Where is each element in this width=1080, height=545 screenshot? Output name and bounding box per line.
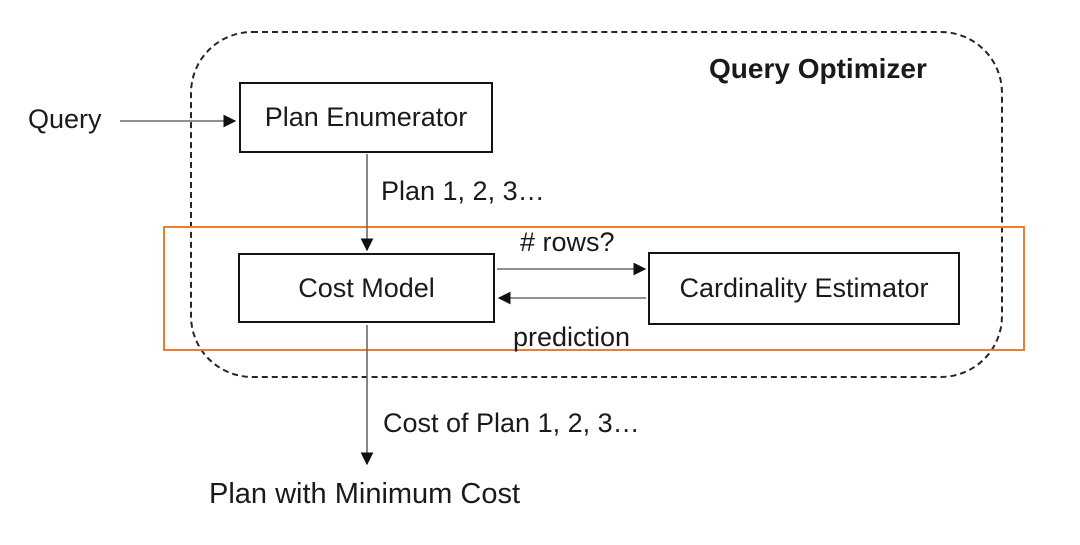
- result-output-label: Plan with Minimum Cost: [209, 478, 521, 510]
- cost-model-node: Cost Model: [238, 253, 495, 323]
- cardinality-estimator-node: Cardinality Estimator: [648, 252, 960, 325]
- prediction-edge-label: prediction: [513, 322, 631, 352]
- plans-edge-label: Plan 1, 2, 3…: [381, 176, 545, 206]
- plan-enumerator-node: Plan Enumerator: [239, 82, 493, 153]
- query-optimizer-title: Query Optimizer: [709, 53, 927, 84]
- query-input-label: Query: [28, 104, 102, 134]
- query-optimizer-boundary: [190, 31, 1003, 378]
- highlight-region: [163, 226, 1025, 351]
- plan-enumerator-label: Plan Enumerator: [264, 102, 468, 132]
- cost-of-plans-edge-label: Cost of Plan 1, 2, 3…: [383, 408, 640, 438]
- cost-model-label: Cost Model: [298, 272, 435, 303]
- cardinality-estimator-label: Cardinality Estimator: [679, 273, 929, 303]
- rows-question-edge-label: # rows?: [520, 227, 615, 257]
